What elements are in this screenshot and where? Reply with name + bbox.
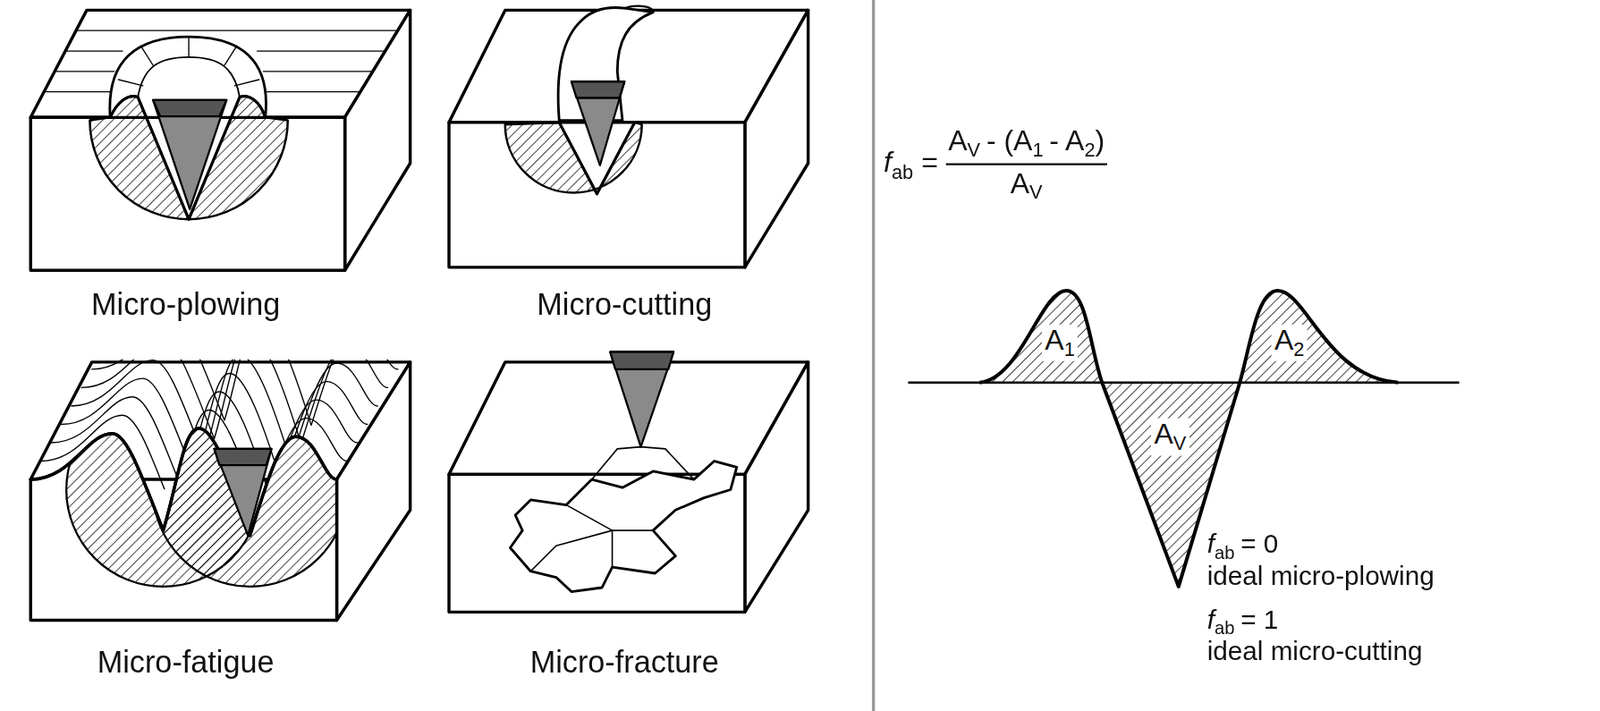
micro-fatigue-figure <box>30 318 410 621</box>
denominator: AV <box>946 165 1107 204</box>
note: fab= 0 <box>1207 528 1279 565</box>
ridge-inner <box>137 57 240 99</box>
term: - A <box>1049 124 1084 156</box>
note-text: ideal micro-plowing <box>1207 559 1435 591</box>
groove <box>110 96 265 221</box>
tool-top <box>571 81 625 98</box>
term: - (A <box>986 124 1033 156</box>
variable: f <box>883 146 892 178</box>
variable: f <box>1207 603 1215 635</box>
note: ideal micro-plowing <box>1207 559 1435 592</box>
tool <box>571 81 625 166</box>
variable: A <box>1274 324 1294 356</box>
figure-caption: Micro-cutting <box>536 287 712 323</box>
tool-top <box>609 352 674 370</box>
caption-text: Micro-fracture <box>530 644 720 679</box>
surface-profile <box>30 428 337 536</box>
area-label: A2 <box>1271 324 1308 362</box>
subscript: 2 <box>1083 138 1095 161</box>
variable: f <box>1207 528 1215 559</box>
subscript: V <box>1173 432 1186 455</box>
note: ideal micro-cutting <box>1207 635 1423 668</box>
ridge-line <box>92 318 398 426</box>
micro-plowing-figure <box>30 9 410 271</box>
divider <box>871 0 875 711</box>
variable: A <box>1153 418 1173 450</box>
tool <box>152 100 227 210</box>
ridge-lines <box>118 37 259 86</box>
block-side <box>345 9 411 271</box>
ridge-line <box>81 336 388 444</box>
note: fab= 1 <box>1207 603 1279 640</box>
tool <box>214 448 272 536</box>
baseline <box>907 380 1459 384</box>
hatched-circle <box>152 392 348 587</box>
subscript: 1 <box>1064 338 1076 361</box>
note-text: ideal micro-cutting <box>1207 635 1423 667</box>
tool-top <box>214 448 272 466</box>
profile-line <box>979 290 1398 587</box>
area-av <box>1101 382 1240 587</box>
area-a1 <box>979 290 1102 383</box>
cracks <box>530 447 695 572</box>
subscript: V <box>1029 181 1042 204</box>
subscript: ab <box>891 160 914 183</box>
figure-caption: Micro-fracture <box>530 644 720 680</box>
value: = 0 <box>1240 528 1279 559</box>
fragments <box>509 461 737 593</box>
groove-profile <box>907 290 1459 587</box>
formula: fab=AV- (A1- A2)AV <box>883 124 1107 204</box>
variable: A <box>1044 324 1064 356</box>
caption-text: Micro-cutting <box>536 287 712 322</box>
hatched-zone <box>66 392 348 587</box>
subscript: ab <box>1214 541 1235 563</box>
tool <box>609 352 674 448</box>
tool-top <box>152 100 227 117</box>
variable: A <box>948 124 967 156</box>
figure-caption: Micro-fatigue <box>97 644 275 680</box>
area-label: AV <box>1151 418 1190 456</box>
micro-fracture-figure <box>448 352 809 613</box>
area-label: A1 <box>1041 324 1078 362</box>
hatched-zone <box>89 96 288 221</box>
equals-sign: = <box>921 146 939 178</box>
numerator: AV- (A1 - A2) <box>946 124 1107 166</box>
subscript: V <box>967 138 981 161</box>
subscript: 1 <box>1032 138 1043 161</box>
hatched-zone <box>505 122 643 195</box>
bracket: ) <box>1094 124 1105 156</box>
block-side <box>744 362 809 612</box>
fraction: AV- (A1- A2)AV <box>946 124 1107 204</box>
figure-caption: Micro-plowing <box>91 287 280 323</box>
caption-text: Micro-fatigue <box>97 644 275 679</box>
block-side <box>337 362 411 621</box>
subscript: ab <box>1214 617 1235 639</box>
caption-text: Micro-plowing <box>91 287 280 322</box>
subscript: 2 <box>1293 338 1304 361</box>
value: = 1 <box>1240 603 1279 635</box>
variable: A <box>1010 167 1030 199</box>
micro-cutting-figure <box>448 6 809 268</box>
block-side <box>744 9 809 267</box>
chip-curl <box>624 6 653 13</box>
